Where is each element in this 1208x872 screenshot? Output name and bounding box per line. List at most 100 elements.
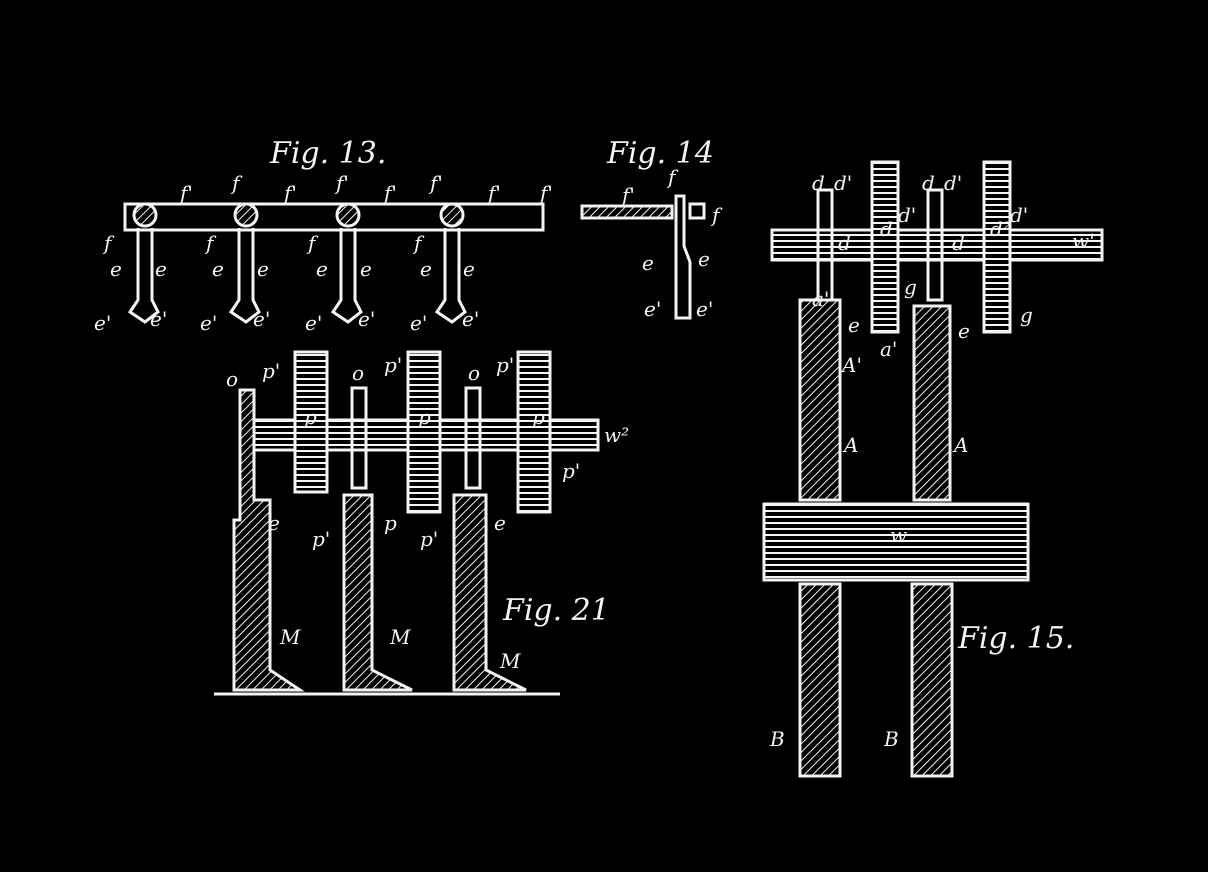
fig15-gear-wheel [982, 160, 1012, 334]
label-e: e [642, 251, 654, 275]
label-B: B [769, 727, 785, 751]
label-M: M [499, 649, 521, 673]
label-d: d [880, 217, 893, 241]
label-p-prime: p' [420, 527, 438, 551]
label-g: g [1020, 303, 1033, 327]
label-f: f [204, 231, 217, 255]
label-A-prime: A' [840, 353, 862, 377]
label-e: e [212, 257, 224, 281]
label-e: e [268, 511, 280, 535]
label-p-prime: p' [384, 353, 402, 377]
label-e-prime: e' [150, 307, 167, 331]
label-e: e [110, 257, 122, 281]
fig21-ratchet-wheel [293, 350, 329, 494]
label-f-prime: f' [382, 181, 397, 205]
fig15-pinion [926, 188, 944, 302]
label-e: e [155, 257, 167, 281]
label-d: d [812, 171, 825, 195]
label-f-prime: f' [620, 183, 635, 207]
label-e-prime: e' [200, 311, 217, 335]
label-p: p [418, 405, 431, 429]
label-f-prime: f' [486, 181, 501, 205]
fig15-main-shaft [762, 502, 1030, 582]
label-d2: d² [990, 217, 1011, 241]
label-o: o [468, 361, 480, 385]
label-B: B [883, 727, 899, 751]
label-o: o [352, 361, 364, 385]
figure-13: Fig. 13. f' f f' f [94, 136, 553, 335]
fig15-lower-arm [910, 582, 954, 778]
fig13-labels: f' f f' f' f' f' f' f' f f f f e e e e e… [94, 171, 553, 335]
label-f-prime: f' [334, 171, 349, 195]
label-p: p [384, 511, 397, 535]
fig15-upper-shaft [770, 228, 1104, 262]
figure-14: Fig. 14 f f' f e e e' e' [580, 136, 723, 321]
label-e: e [698, 247, 710, 271]
figure-21: Fig. 21 o p' o p' o p' p p p w² p' e p' … [214, 350, 629, 696]
figure-15: Fig. 15. d d' d d' d' d' d d d d² w' g g… [762, 160, 1104, 778]
label-e-prime: e' [410, 311, 427, 335]
label-e-prime: e' [253, 307, 270, 331]
fig21-ratchet-wheel [406, 350, 442, 514]
label-f: f [306, 231, 319, 255]
fig21-collar [464, 386, 482, 490]
label-f-prime: f' [428, 171, 443, 195]
label-e-prime: e' [462, 307, 479, 331]
label-e-prime: e' [644, 297, 661, 321]
label-e: e [360, 257, 372, 281]
label-e-prime: e' [94, 311, 111, 335]
label-e: e [257, 257, 269, 281]
label-f-prime: f' [282, 181, 297, 205]
label-d-prime: d' [1010, 203, 1028, 227]
label-e: e [958, 319, 970, 343]
label-e: e [316, 257, 328, 281]
label-A: A [952, 433, 968, 457]
fig13-bar [123, 202, 545, 232]
fig21-ratchet-wheel [516, 350, 552, 514]
label-f: f [710, 203, 723, 227]
label-f-prime: f' [178, 181, 193, 205]
fig13-title: Fig. 13. [269, 136, 386, 171]
label-f: f [102, 231, 115, 255]
label-e: e [420, 257, 432, 281]
fig13-lever [127, 202, 160, 324]
fig21-collar [350, 386, 368, 490]
label-o: o [226, 367, 238, 391]
fig13-lever [330, 202, 363, 324]
fig14-bar [580, 204, 674, 220]
label-d: d [952, 231, 965, 255]
fig21-stand [452, 493, 527, 692]
label-e: e [494, 511, 506, 535]
label-d-prime: d' [944, 171, 962, 195]
fig21-stand [342, 493, 413, 692]
label-p: p [304, 405, 317, 429]
label-w2: w² [604, 423, 629, 447]
label-M: M [389, 625, 411, 649]
fig21-stand [232, 388, 305, 692]
label-p-prime: p' [496, 353, 514, 377]
label-e: e [848, 313, 860, 337]
label-d-prime: d' [898, 203, 916, 227]
fig14-pivot [688, 202, 706, 220]
fig15-title: Fig. 15. [957, 621, 1074, 656]
fig21-title: Fig. 21 [502, 593, 610, 628]
label-p-prime: p' [262, 359, 280, 383]
fig13-lever [434, 202, 467, 324]
fig15-gear-wheel [870, 160, 900, 334]
label-g: g [904, 275, 917, 299]
label-d: d [838, 231, 851, 255]
label-f: f [230, 171, 243, 195]
fig14-lever [674, 194, 692, 320]
label-f-prime: f' [538, 181, 553, 205]
label-w-prime: w' [1072, 229, 1095, 253]
fig13-levers [127, 202, 467, 324]
label-d-prime: d' [834, 171, 852, 195]
label-p-prime: p' [562, 459, 580, 483]
label-p: p [532, 405, 545, 429]
label-d: d [922, 171, 935, 195]
fig13-lever [228, 202, 261, 324]
label-a-prime: a' [812, 287, 829, 311]
label-e: e [463, 257, 475, 281]
label-a-prime: a' [880, 337, 897, 361]
